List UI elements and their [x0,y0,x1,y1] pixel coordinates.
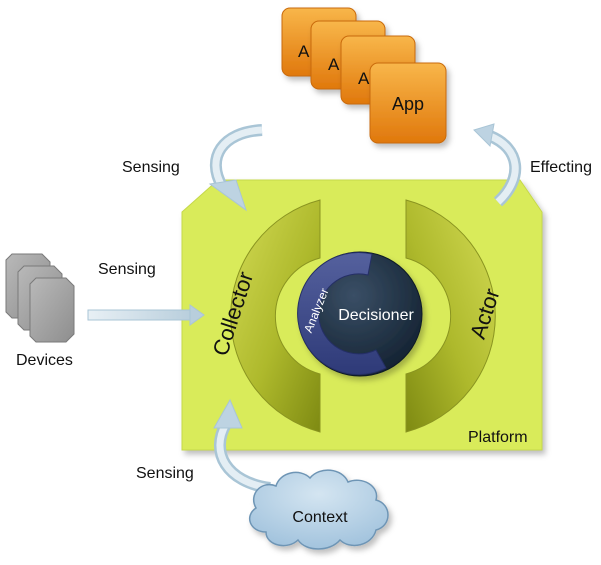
svg-text:A: A [358,69,370,88]
svg-text:A: A [298,42,310,61]
app-label: App [392,94,424,114]
effecting-label: Effecting [530,159,592,176]
sensing-label-devices: Sensing [98,261,156,278]
platform-label: Platform [468,429,528,446]
app-stack: A A A App [281,7,447,144]
context-cloud: Context [248,469,389,550]
sensing-label-apps: Sensing [122,159,180,176]
effecting-arrow: Effecting [473,123,592,207]
app-card-front: App [369,62,447,144]
sensing-arrow-context: Sensing [136,398,272,494]
context-label: Context [292,509,348,526]
devices-label: Devices [16,352,73,369]
svg-text:A: A [328,55,340,74]
decisioner-label: Decisioner [338,307,414,324]
sensing-arrow-devices: Sensing [87,261,205,326]
sensing-arrow-apps: Sensing [122,124,263,212]
device-icon [29,277,75,343]
sensing-label-context: Sensing [136,465,194,482]
devices-stack: Devices [5,253,75,369]
